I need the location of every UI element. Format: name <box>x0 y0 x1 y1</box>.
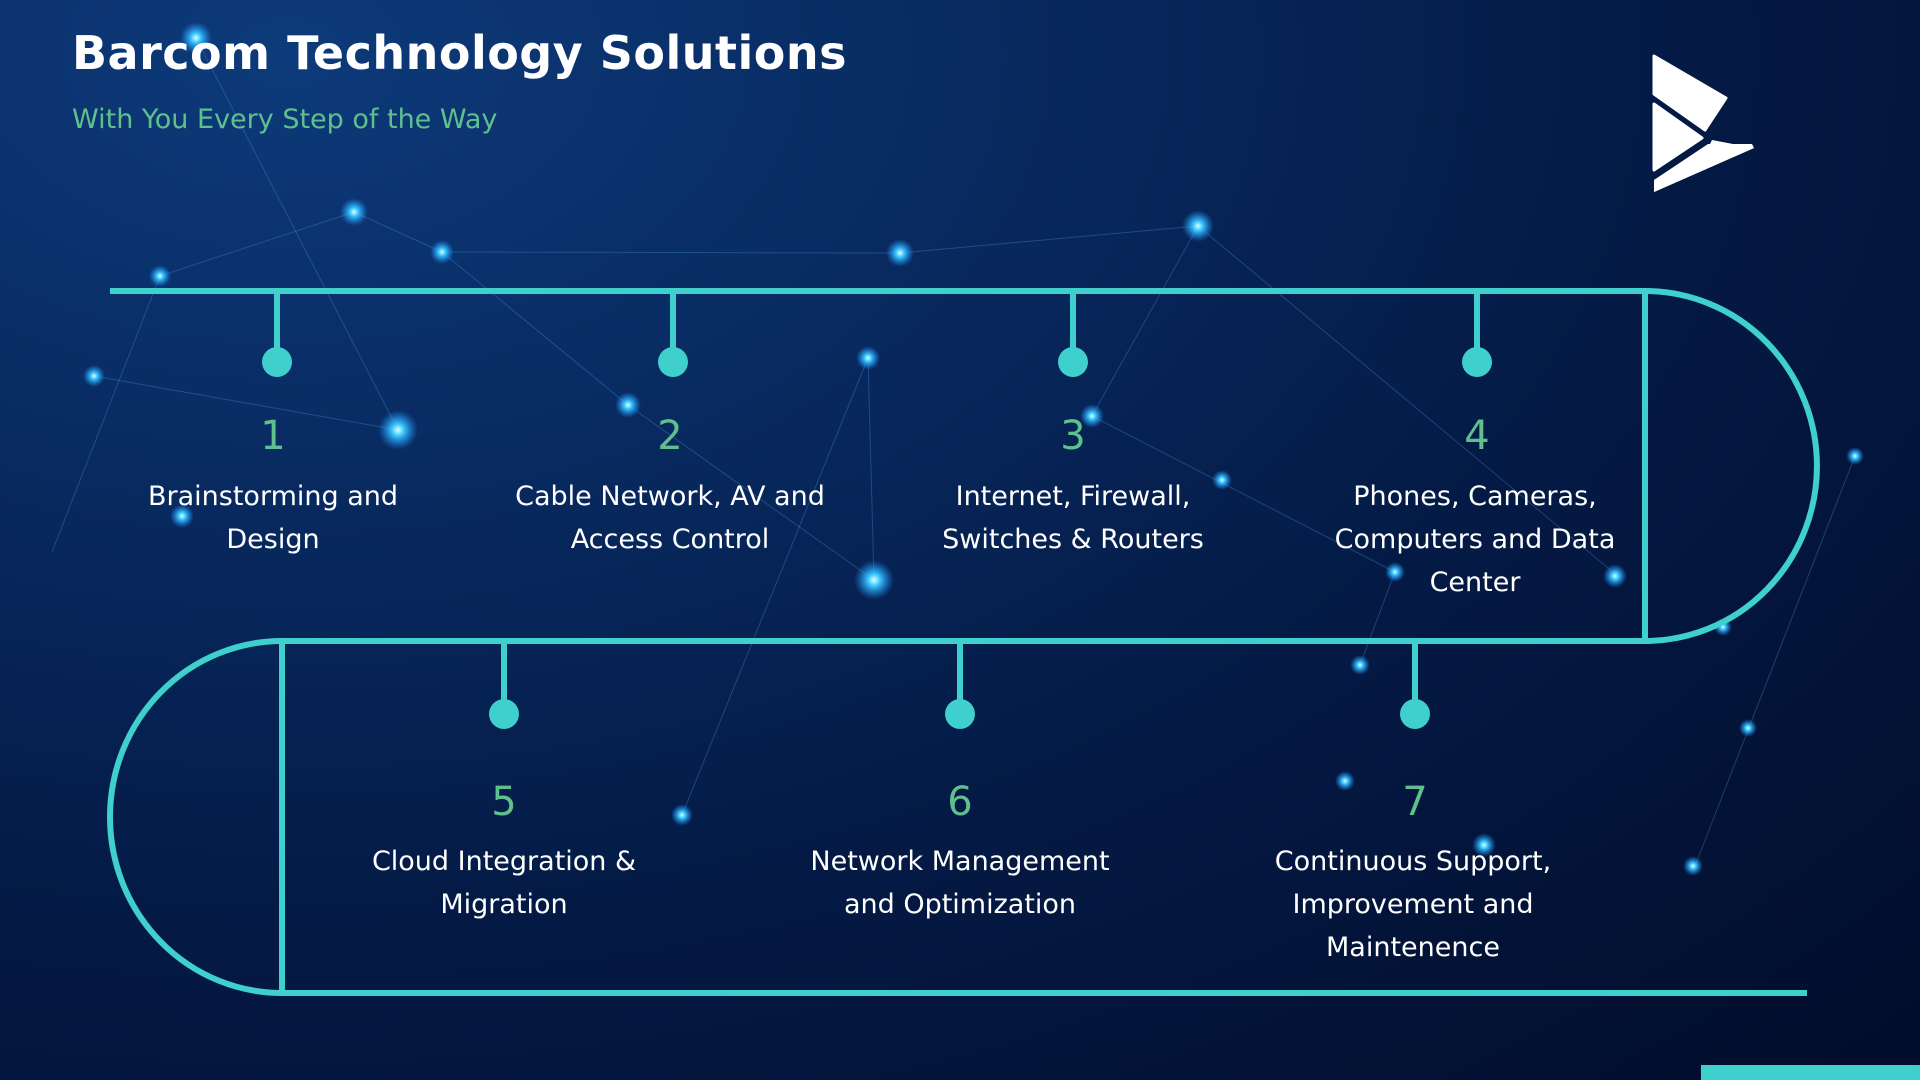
step-label: Phones, Cameras, Computers and Data Cent… <box>1334 481 1616 598</box>
track-lower <box>107 638 1807 996</box>
step-label: Cable Network, AV and Access Control <box>515 481 825 555</box>
step-number: 5 <box>491 779 517 825</box>
step-number: 1 <box>260 413 286 459</box>
corner-accent-bar <box>1701 1065 1920 1080</box>
step-number: 2 <box>657 413 683 459</box>
step-markers <box>262 291 1492 729</box>
step-number: 6 <box>947 779 973 825</box>
page-subtitle: With You Every Step of the Way <box>72 104 498 135</box>
page-title: Barcom Technology Solutions <box>72 26 847 80</box>
step-number: 7 <box>1402 779 1428 825</box>
step-label: Cloud Integration & Migration <box>371 846 637 920</box>
step-label: Network Management and Optimization <box>810 846 1110 920</box>
step-label: Continuous Support, Improvement and Main… <box>1274 846 1552 963</box>
step-label: Brainstorming and Design <box>147 481 398 555</box>
step-number: 4 <box>1464 413 1490 459</box>
barcom-logo-icon <box>1652 54 1754 192</box>
step-number: 3 <box>1060 413 1086 459</box>
track-upper <box>110 288 1820 644</box>
step-label: Internet, Firewall, Switches & Routers <box>942 481 1204 555</box>
